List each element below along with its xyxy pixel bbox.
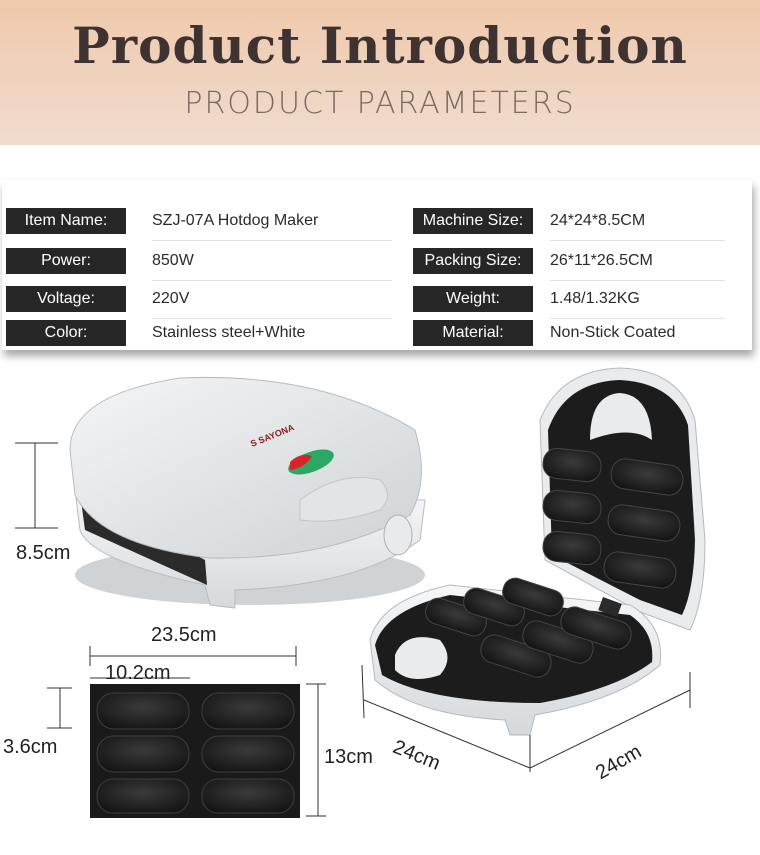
packing-size-label: Packing Size:: [413, 248, 533, 274]
plate-closeup: [90, 684, 300, 818]
header-banner: Product Introduction PRODUCT PARAMETERS: [0, 0, 760, 145]
mold-width-label: 10.2cm: [105, 662, 171, 684]
item-name-label: Item Name:: [6, 208, 126, 234]
power-value: 850W: [152, 252, 194, 269]
plate-width-label: 23.5cm: [151, 624, 217, 646]
color-label: Color:: [6, 320, 126, 346]
open-hotdog-maker: [369, 367, 706, 736]
voltage-label: Voltage:: [6, 286, 126, 312]
lower-handle: [395, 637, 448, 679]
row-divider: [550, 318, 725, 319]
row-divider: [550, 280, 725, 281]
param-row-1: Item Name: SZJ-07A Hotdog Maker Machine …: [2, 208, 752, 244]
material-label: Material:: [413, 320, 533, 346]
row-divider: [550, 240, 725, 241]
material-value: Non-Stick Coated: [550, 324, 676, 341]
height-dimension-line: [15, 442, 58, 529]
closed-hotdog-maker: S SAYONA: [69, 377, 426, 609]
voltage-value: 220V: [152, 290, 190, 307]
row-divider: [152, 280, 392, 281]
param-row-4: Color: Stainless steel+White Material: N…: [2, 320, 752, 356]
power-label: Power:: [6, 248, 126, 274]
weight-value: 1.48/1.32KG: [550, 290, 640, 307]
plate-dimension-lines: [47, 646, 326, 817]
height-label: 8.5cm: [16, 542, 71, 564]
packing-size-value: 26*11*26.5CM: [550, 252, 653, 269]
upper-handle: [590, 393, 652, 440]
page-title: Product Introduction: [72, 16, 688, 75]
item-name-value: SZJ-07A Hotdog Maker: [152, 212, 319, 229]
param-row-2: Power: 850W Packing Size: 26*11*26.5CM: [2, 248, 752, 284]
row-divider: [152, 240, 392, 241]
base-dimension-lines: [361, 664, 691, 772]
parameters-table: Item Name: SZJ-07A Hotdog Maker Machine …: [2, 180, 752, 350]
machine-size-label: Machine Size:: [413, 208, 533, 234]
page-subtitle: PRODUCT PARAMETERS: [184, 86, 576, 121]
plate-depth-label: 13cm: [324, 746, 373, 768]
color-value: Stainless steel+White: [152, 324, 306, 341]
indicator-light-icon: [288, 449, 334, 475]
weight-label: Weight:: [413, 286, 533, 312]
mold-height-label: 3.6cm: [3, 736, 58, 758]
machine-size-value: 24*24*8.5CM: [550, 212, 646, 229]
row-divider: [152, 318, 392, 319]
param-row-3: Voltage: 220V Weight: 1.48/1.32KG: [2, 286, 752, 322]
